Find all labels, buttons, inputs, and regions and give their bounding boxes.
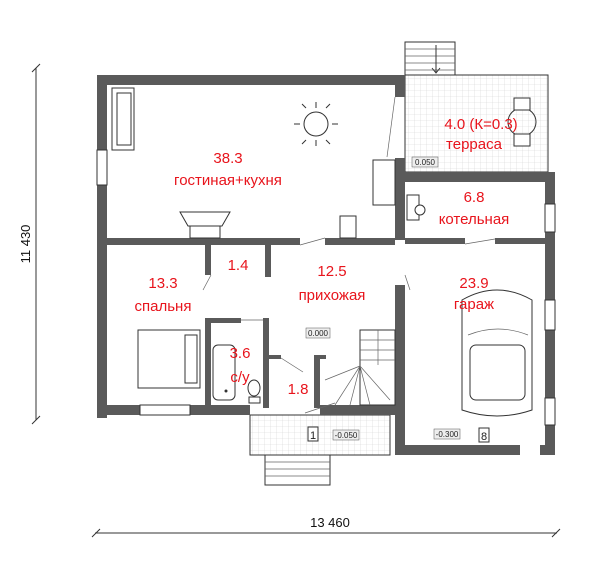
room-area: 23.9 (459, 275, 488, 292)
dimension-height: 11 430 (18, 225, 33, 264)
walls (97, 75, 555, 455)
level-mark: 0.050 (415, 158, 436, 167)
kitchen-counter-icon (339, 159, 396, 239)
room-area: 4.0 (К=0.3) (444, 116, 517, 133)
marker: 8 (481, 431, 487, 443)
room-living-kitchen: 38.3 гостиная+кухня (174, 150, 282, 189)
room-boiler: 6.8 котельная (439, 189, 510, 228)
sofa-icon (111, 87, 135, 151)
room-hall: 12.5 прихожая 0.000 (299, 263, 366, 339)
room-vestibule: 1.8 (288, 381, 309, 398)
room-area: 12.5 (317, 263, 346, 280)
boiler-icon (406, 194, 426, 221)
room-bathroom: 3.6 с/у (230, 345, 251, 386)
terrace-area (404, 41, 549, 173)
room-name: прихожая (299, 287, 366, 304)
room-area: 3.6 (230, 345, 251, 362)
doors (202, 96, 496, 414)
room-name: гостиная+кухня (174, 172, 282, 189)
staircase-icon (324, 329, 396, 406)
toilet-icon (247, 379, 261, 404)
room-garage: 23.9 гараж -0.300 8 (433, 275, 494, 443)
level-mark: -0.050 (335, 431, 358, 440)
fireplace-icon (179, 211, 231, 239)
room-area: 38.3 (213, 150, 242, 167)
dimension-horizontal: 13 460 (91, 515, 561, 538)
dimension-vertical: 11 430 (18, 63, 41, 425)
porch-marks: 1 -0.050 (307, 426, 360, 442)
room-bedroom: 13.3 спальня (135, 275, 192, 315)
room-name: котельная (439, 211, 510, 228)
room-name: с/у (230, 369, 250, 386)
room-area: 13.3 (148, 275, 177, 292)
dimension-width: 13 460 (310, 515, 350, 530)
room-area: 6.8 (464, 189, 485, 206)
windows (96, 149, 556, 426)
dining-table-icon (294, 102, 338, 146)
level-mark: 0.000 (308, 329, 329, 338)
room-closet: 1.4 (228, 257, 249, 274)
room-area: 1.8 (288, 381, 309, 398)
room-name: спальня (135, 298, 192, 315)
marker: 1 (310, 430, 316, 442)
room-name: гараж (454, 296, 494, 313)
porch-area (249, 414, 391, 486)
level-mark: -0.300 (436, 430, 459, 439)
room-terrace: 0.050 4.0 (К=0.3) терраса (411, 116, 518, 168)
room-name: терраса (446, 136, 503, 153)
room-area: 1.4 (228, 257, 249, 274)
bathtub-icon (212, 344, 236, 401)
bed-icon (137, 329, 201, 389)
car-icon (461, 289, 533, 417)
